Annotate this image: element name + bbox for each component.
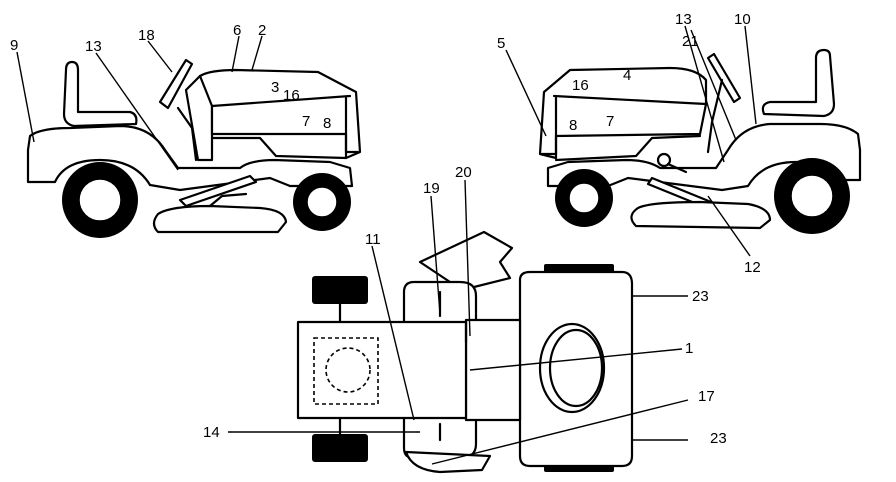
right-view-hood-line	[552, 94, 708, 106]
right-view-mower-deck	[630, 200, 772, 230]
left-view-deck-link	[208, 192, 248, 208]
left-view-seat	[62, 60, 138, 128]
callout-10: 10	[734, 11, 751, 28]
top-view-seat-cushion-outline	[313, 337, 379, 405]
top-view-mower-deck-rear	[404, 450, 492, 474]
left-view-mower-deck	[152, 204, 288, 234]
callout-13-left: 13	[85, 38, 102, 55]
callout-11: 11	[365, 231, 381, 248]
callout-9: 9	[10, 37, 18, 54]
left-view-rear-hub	[78, 178, 122, 222]
right-view-grille	[540, 96, 558, 156]
tractor-top-view	[296, 230, 634, 474]
left-view-rear-fender	[26, 124, 354, 192]
top-view-engine-cover	[538, 322, 606, 414]
callout-8-right: 8	[569, 117, 577, 134]
right-view-fuel-neck	[666, 162, 688, 174]
callout-20: 20	[455, 164, 472, 181]
left-view-frame-line	[210, 136, 348, 160]
left-view-hood-line	[210, 94, 352, 108]
right-view-leader-lines	[505, 25, 757, 257]
callout-18: 18	[138, 27, 155, 44]
callout-2: 2	[258, 22, 266, 39]
right-view-front-hub	[568, 182, 600, 214]
left-view-steering-wheel	[158, 58, 194, 110]
callout-13-right: 13	[675, 11, 692, 28]
right-view-rear-hub	[790, 174, 834, 218]
callout-7-left: 7	[302, 113, 310, 130]
left-view-foot-pedal	[178, 174, 258, 208]
right-view-seat	[761, 48, 836, 118]
top-view-leader-lines	[228, 179, 689, 465]
callout-labels: 9 13 18 6 2 3 16 7 8 13 5 8 16 7 4 13 21…	[10, 11, 761, 447]
tractor-right-side-view	[538, 48, 862, 234]
callout-5: 5	[497, 35, 505, 52]
callout-16-left: 16	[283, 87, 300, 104]
tractor-left-side-view	[26, 58, 362, 238]
right-view-steering-wheel	[706, 52, 742, 104]
callout-23-bottom: 23	[710, 430, 727, 447]
top-view-engine-cover-inner	[548, 328, 604, 408]
top-view-rear-right-tire	[312, 434, 368, 462]
callout-17: 17	[698, 388, 715, 405]
callout-12: 12	[744, 259, 761, 276]
callout-14: 14	[203, 424, 220, 441]
callout-3: 3	[271, 79, 279, 96]
callout-4: 4	[623, 67, 631, 84]
right-view-frame-line	[554, 134, 702, 162]
right-view-fuel-cap	[656, 152, 672, 168]
callout-8-left: 8	[323, 115, 331, 132]
top-view-seat-cushion-circle	[325, 347, 371, 393]
callout-7-right: 7	[606, 113, 614, 130]
callout-23-top: 23	[692, 288, 709, 305]
callout-1: 1	[685, 340, 693, 357]
callout-16-right: 16	[572, 77, 589, 94]
left-view-grille	[344, 96, 360, 154]
left-view-hood	[198, 68, 362, 160]
top-view-rear-left-tire	[312, 276, 368, 304]
callout-6: 6	[233, 22, 241, 39]
callout-19: 19	[423, 180, 440, 197]
top-view-seat	[296, 320, 468, 420]
left-view-front-hub	[306, 186, 338, 218]
left-view-leader-lines	[16, 35, 263, 171]
